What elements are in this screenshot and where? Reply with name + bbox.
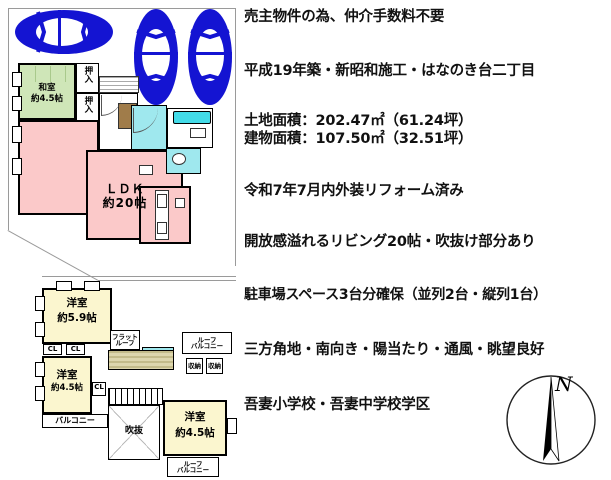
roof-balcony-right-label-2: バルコニー [190, 342, 224, 350]
room-yoshitsu-c [163, 400, 227, 456]
room-c-label-2: 約4.5帖 [175, 427, 215, 439]
window-ldk-2 [12, 158, 22, 175]
porch-hatch [99, 76, 139, 93]
kitchen-island [175, 198, 185, 208]
closet-cl-a1: CL [43, 344, 62, 355]
features-list: 売主物件の為、仲介手数料不要 平成19年築・新昭和施工・はなのき台二丁目 土地面… [240, 0, 611, 480]
window-room-a-top-2 [84, 281, 100, 291]
utility-sink [139, 165, 153, 175]
feature-line: 開放感溢れるリビング20帖・吹抜け部分あり [244, 234, 536, 250]
room-a-label-1: 洋室 [66, 297, 88, 309]
room-c-label-1: 洋室 [184, 411, 206, 423]
window-washitsu-1 [12, 72, 22, 87]
roof-balcony-bottom-label-2: バルコニー [176, 466, 210, 474]
room-b-label-2: 約4.5帖 [50, 383, 84, 393]
roof-balcony-bottom: ルーフ バルコニー [167, 457, 219, 477]
roof-balcony-right-label-1: ルーフ [197, 335, 217, 344]
storage-1: 収納 [186, 358, 203, 374]
feature-line: 売主物件の為、仲介手数料不要 [244, 9, 445, 25]
floor2-site-top [42, 276, 236, 277]
roof-balcony-right: ルーフ バルコニー [182, 332, 232, 354]
stairs-2f [108, 388, 163, 405]
flat-roof-label-2: ルーフ [115, 339, 135, 347]
washitsu-label-2: 約4.5帖 [30, 94, 64, 104]
window-ldk-1 [12, 126, 22, 143]
feature-line: 平成19年築・新昭和施工・はなのき台二丁目 [244, 63, 536, 79]
window-room-c-right [227, 418, 237, 434]
site-boundary-diagonal [7, 230, 99, 281]
feature-line: 建物面積：107.50㎡（32.51坪） [244, 131, 473, 147]
closet-cl-b: CL [92, 382, 106, 396]
void-atrium [108, 405, 160, 460]
closet-oshiire-upper-label: 押入 [82, 66, 93, 83]
site-boundary-right [235, 8, 236, 266]
roof-balcony-bottom-label-1: ルーフ [183, 459, 203, 468]
stove [157, 222, 167, 234]
ldk-label-1: ＬＤＫ [105, 182, 145, 196]
toilet-bowl-1f [172, 153, 186, 165]
tatami-mats [21, 66, 73, 82]
window-room-a-top-1 [56, 281, 72, 291]
floorplan-panel: 和室 約4.5帖 押入 押入 ＬＤＫ 約20帖 [0, 0, 240, 480]
balcony-label: バルコニー [55, 416, 95, 425]
feature-line: 土地面積：202.47㎡（61.24坪） [244, 113, 473, 129]
feature-line: 三方角地・南向き・陽当たり・通風・眺望良好 [244, 342, 545, 358]
roof-slab-hall [108, 350, 174, 370]
void-label: 吹抜 [124, 426, 143, 436]
room-a-label-2: 約5.9帖 [57, 312, 97, 324]
site-boundary-top [8, 8, 236, 9]
car-vertical-right [188, 9, 232, 105]
window-room-b-2 [35, 386, 45, 401]
site-boundary-bottom [98, 280, 236, 281]
balcony [42, 414, 108, 428]
room-yoshitsu-b [42, 356, 92, 414]
car-vertical-left [134, 9, 178, 105]
window-room-a-left-2 [35, 322, 45, 337]
window-room-b-1 [35, 362, 45, 377]
flat-roof-label-1: フラット [112, 332, 138, 341]
closet-cl-a2: CL [66, 344, 85, 355]
compass-rose: N [506, 372, 596, 465]
room-ldk [18, 120, 99, 215]
car-horizontal [15, 10, 113, 54]
site-boundary-left [8, 8, 9, 230]
feature-line: 令和7年7月内外装リフォーム済み [244, 183, 464, 199]
compass-north-label: N [554, 372, 574, 396]
bathtub [173, 111, 211, 124]
sink [157, 194, 167, 208]
window-washitsu-2 [12, 96, 22, 111]
room-b-label-1: 洋室 [56, 369, 78, 381]
ldk-label-2: 約20帖 [102, 196, 148, 210]
window-room-a-left-1 [35, 296, 45, 311]
flat-roof: フラット ルーフ [110, 330, 140, 350]
vanity-sink [190, 128, 206, 138]
feature-line: 駐車場スペース3台分確保（並列2台・縦列1台） [244, 287, 547, 303]
closet-oshiire-lower-label: 押入 [82, 96, 93, 113]
washitsu-label-1: 和室 [38, 83, 56, 93]
storage-2: 収納 [206, 358, 223, 374]
feature-line: 吾妻小学校・吾妻中学校学区 [244, 397, 430, 413]
closet-oshiire-upper [76, 63, 99, 93]
room-yoshitsu-a [42, 288, 112, 344]
